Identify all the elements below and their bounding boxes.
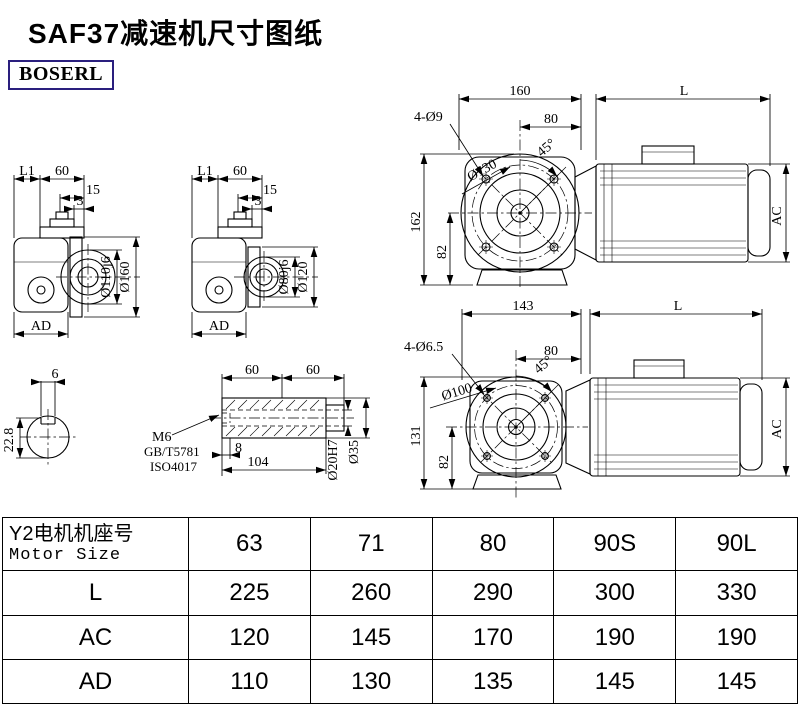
value-AC-63: 120: [188, 615, 311, 660]
brand-box: BOSERL: [8, 60, 115, 90]
dim-22-8-label: 22.8: [2, 428, 17, 453]
motor-size-71: 71: [309, 517, 433, 571]
value-L-63: 225: [188, 570, 311, 616]
value-AC-90L: 190: [675, 615, 798, 660]
motor-size-label-cn: Y2电机机座号: [9, 523, 134, 545]
value-AC-90S: 190: [553, 615, 677, 660]
dimensions-d2: 143 L 4-Ø6.5 80 45° Ø100 131 82 AC: [404, 299, 790, 490]
table-row-AD: AD 110 130 135 145 145: [2, 659, 798, 704]
dim-82-label-d2: 82: [437, 455, 452, 469]
flange-front-view-small: [446, 350, 588, 498]
motor-size-header-cell: Y2电机机座号 Motor Size: [2, 517, 189, 571]
motor-size-90S: 90S: [553, 517, 677, 571]
value-AD-71: 130: [309, 659, 433, 704]
dim-O160-label: Ø160: [118, 261, 133, 292]
dim-O120-label: Ø120: [296, 261, 311, 292]
standard-iso-label: ISO4017: [150, 459, 197, 474]
thread-M6-label: M6: [152, 430, 171, 445]
dim-60-label-d4: 60: [233, 164, 247, 179]
dim-104-label: 104: [248, 455, 269, 470]
dim-4xO65-label: 4-Ø6.5: [404, 340, 443, 355]
value-AD-90S: 145: [553, 659, 677, 704]
row-label-AD: AD: [2, 659, 189, 704]
dim-15-label-d4: 15: [263, 183, 277, 198]
row-label-AC: AC: [2, 615, 189, 660]
table-row-AC: AC 120 145 170 190 190: [2, 615, 798, 660]
value-L-80: 290: [431, 570, 555, 616]
dim-3-label-d4: 3: [255, 194, 262, 209]
dim-60b-label: 60: [306, 363, 320, 378]
shaft-cross-section: 6 22.8: [2, 367, 76, 465]
table-row-L: L 225 260 290 300 330: [2, 570, 798, 616]
value-L-71: 260: [309, 570, 433, 616]
technical-drawing: 160 L 4-Ø9 80 45° Ø130 162 82 AC: [2, 84, 790, 498]
dim-AC-label-d2: AC: [770, 419, 785, 438]
dimension-table: Y2电机机座号 Motor Size 63 71 80 90S 90L L 22…: [2, 517, 798, 704]
value-AC-80: 170: [431, 615, 555, 660]
dim-143-label: 143: [513, 299, 534, 314]
dim-131-label: 131: [409, 426, 424, 447]
dim-15-label-d3: 15: [86, 183, 100, 198]
dim-AC-label-d1: AC: [770, 206, 785, 225]
dim-4xO9-label: 4-Ø9: [414, 110, 443, 125]
dim-60-label-d3: 60: [55, 164, 69, 179]
dim-80-label-d1: 80: [544, 112, 558, 127]
standard-gb-label: GB/T5781: [144, 444, 200, 459]
value-AC-71: 145: [309, 615, 433, 660]
motor-side-view-small: [565, 359, 763, 477]
dim-82-label-d1: 82: [435, 245, 450, 259]
value-AD-80: 135: [431, 659, 555, 704]
value-AD-63: 110: [188, 659, 311, 704]
gearbox-side-view-large: L1 60 15 3 Ø110j6 Ø160 AD: [13, 164, 140, 338]
dim-O20H7-label: Ø20H7: [326, 439, 341, 480]
motor-size-90L: 90L: [675, 517, 798, 571]
bolt-holes-large: [479, 172, 561, 254]
hollow-shaft-detail: 60 60 M6 GB/T5781 ISO4017 8 104 Ø20H7 Ø3…: [144, 363, 370, 481]
dim-O35-label: Ø35: [347, 440, 362, 464]
dim-L1-label-d4: L1: [197, 164, 213, 179]
gearbox-side-view-small: L1 60 15 3 Ø80j6 Ø120 AD: [191, 164, 318, 338]
motor-side-view-large: [574, 145, 771, 263]
dim-L-label-d1: L: [680, 84, 689, 99]
dim-160-label: 160: [510, 84, 531, 99]
dim-3-label-d3: 3: [77, 194, 84, 209]
dim-L1-label-d3: L1: [19, 164, 35, 179]
value-AD-90L: 145: [675, 659, 798, 704]
page-title: SAF37减速机尺寸图纸: [28, 18, 324, 49]
dim-6-label: 6: [52, 367, 59, 382]
brand-logo-text: BOSERL: [19, 63, 104, 85]
dim-80-label-d2: 80: [544, 344, 558, 359]
motor-size-63: 63: [188, 517, 311, 571]
dim-L-label-d2: L: [674, 299, 683, 314]
dim-O100-label: Ø100: [440, 381, 474, 404]
dim-O110j6-label: Ø110j6: [99, 256, 114, 297]
flange-front-view-large: [448, 120, 592, 288]
value-L-90S: 300: [553, 570, 677, 616]
value-L-90L: 330: [675, 570, 798, 616]
dim-O80j6-label: Ø80j6: [277, 260, 292, 295]
dim-162-label: 162: [409, 212, 424, 233]
table-header-row: Y2电机机座号 Motor Size 63 71 80 90S 90L: [2, 517, 798, 571]
row-label-L: L: [2, 570, 189, 616]
bolt-holes-small: [481, 392, 551, 462]
motor-size-80: 80: [431, 517, 555, 571]
dim-8-label: 8: [235, 441, 242, 456]
dim-60a-label: 60: [245, 363, 259, 378]
dim-AD-label-d3: AD: [31, 319, 51, 334]
dim-AD-label-d4: AD: [209, 319, 229, 334]
motor-size-label-en: Motor Size: [9, 546, 122, 565]
